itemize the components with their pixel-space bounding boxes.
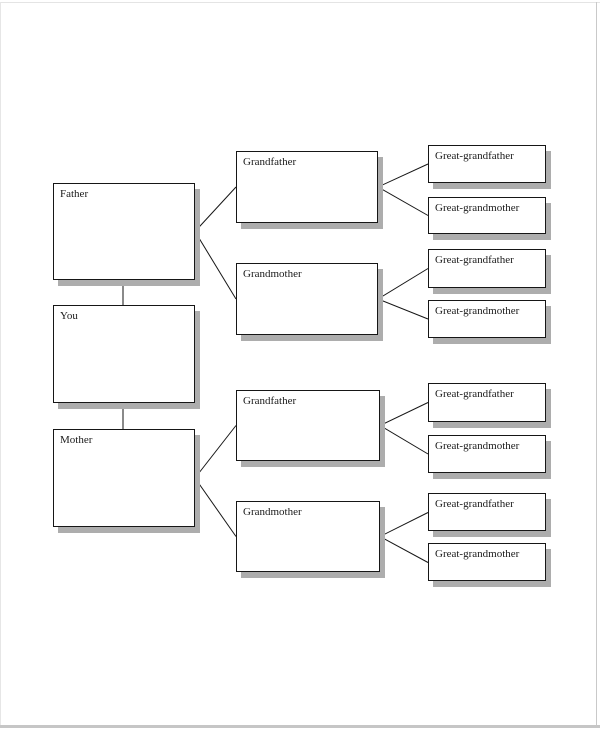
node-great-grandfather-1: Great-grandfather (428, 145, 546, 183)
page-bottom-edge (0, 725, 600, 728)
node-grandfather-paternal: Grandfather (236, 151, 378, 223)
node-great-grandmother-3: Great-grandmother (428, 435, 546, 473)
node-grandmother-maternal: Grandmother (236, 501, 380, 572)
page-left-edge (0, 2, 1, 726)
node-great-grandmother-4: Great-grandmother (428, 543, 546, 581)
node-grandmother-paternal: Grandmother (236, 263, 378, 335)
node-great-grandmother-1: Great-grandmother (428, 197, 546, 234)
node-father: Father (53, 183, 195, 280)
node-great-grandfather-4: Great-grandfather (428, 493, 546, 531)
page-top-edge (0, 2, 600, 3)
node-great-grandfather-3: Great-grandfather (428, 383, 546, 422)
node-great-grandfather-2: Great-grandfather (428, 249, 546, 288)
node-you: You (53, 305, 195, 403)
node-mother: Mother (53, 429, 195, 527)
page-right-edge (596, 2, 597, 726)
node-great-grandmother-2: Great-grandmother (428, 300, 546, 338)
node-grandfather-maternal: Grandfather (236, 390, 380, 461)
